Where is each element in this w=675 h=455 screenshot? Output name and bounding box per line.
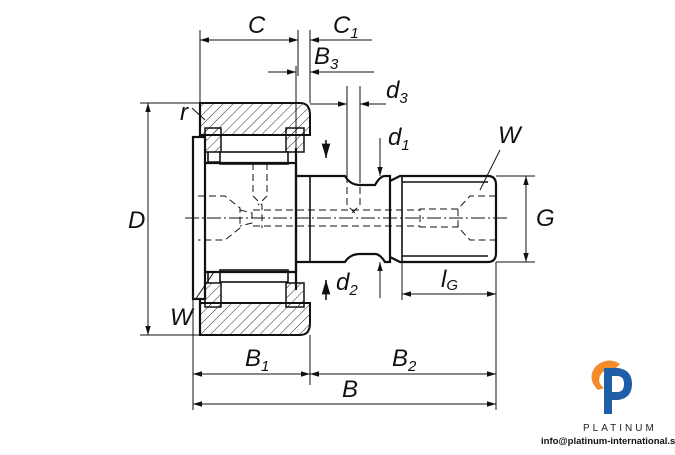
brand-name: PLATINUM xyxy=(583,423,657,434)
label-C: C xyxy=(248,12,266,39)
platinum-logo-icon xyxy=(591,360,632,414)
label-d1: d1 xyxy=(388,124,410,154)
label-W-bottom: W xyxy=(170,304,195,331)
needle-rollers xyxy=(219,151,289,283)
label-lG: lG xyxy=(441,266,458,294)
brand-email: info@platinum-international.store xyxy=(541,436,675,447)
brand-logo: PLATINUM info@platinum-international.sto… xyxy=(541,360,675,447)
label-G: G xyxy=(536,205,555,232)
dimension-lines xyxy=(140,30,535,410)
seals xyxy=(204,127,305,308)
label-D: D xyxy=(128,207,145,234)
label-W-top: W xyxy=(498,122,523,149)
label-B: B xyxy=(342,376,358,403)
label-C1: C1 xyxy=(333,12,359,42)
label-B3: B3 xyxy=(314,43,339,73)
label-B1: B1 xyxy=(245,345,269,375)
label-d3: d3 xyxy=(386,77,408,107)
label-r: r xyxy=(180,99,189,126)
label-B2: B2 xyxy=(392,345,417,375)
dimension-labels: C C1 B3 d3 d1 d2 W W r D G lG B1 B2 B xyxy=(128,12,555,403)
label-d2: d2 xyxy=(336,269,358,299)
stud-shaft xyxy=(185,135,510,301)
